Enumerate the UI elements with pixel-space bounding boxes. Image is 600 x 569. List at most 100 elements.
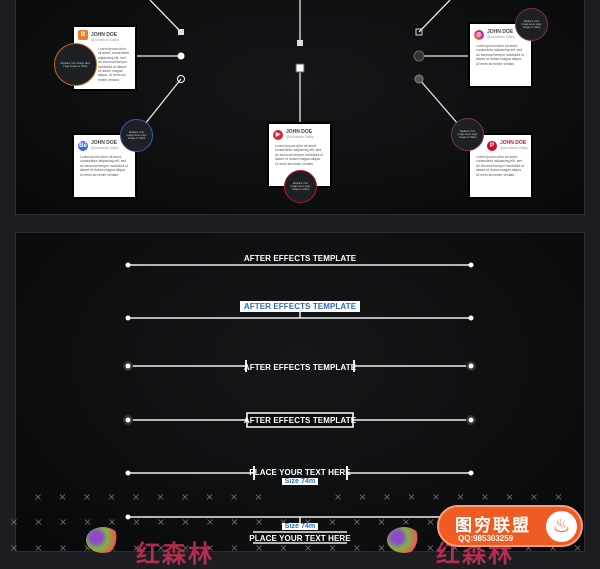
image-placeholder-circle: Replace Your Image Here Logo Image or Vi… [284, 170, 317, 203]
x-mark [482, 494, 488, 500]
x-mark [378, 545, 385, 551]
x-mark [329, 545, 336, 551]
x-mark [182, 494, 188, 500]
card-name: JOHN DOE [91, 32, 118, 38]
x-mark [457, 494, 464, 500]
pinterest-icon: P [487, 141, 497, 151]
x-mark [354, 545, 360, 551]
lower-third-title-3: AFTER EFFECTS TEMPLATE [243, 363, 357, 372]
x-mark [133, 545, 140, 551]
x-mark [574, 545, 581, 551]
card-handle: @Jonathan Dalby [91, 146, 119, 150]
x-mark [109, 519, 115, 525]
x-mark [206, 494, 213, 500]
x-mark [108, 494, 115, 500]
x-mark [506, 494, 513, 500]
flame-icon: ♨ [546, 511, 577, 542]
card-handle: @Jonathan Dalby [487, 35, 515, 39]
node-dot [413, 50, 425, 62]
x-mark [35, 545, 42, 551]
card-name: JOHN DOE [91, 140, 118, 146]
node-square [297, 40, 303, 46]
x-mark [403, 519, 409, 525]
x-mark [133, 519, 140, 525]
x-mark [378, 519, 385, 525]
instagram-icon: ◎ [474, 30, 484, 40]
badge-qq: QQ:985303259 [458, 534, 514, 543]
x-mark [384, 494, 390, 500]
lower-third-title-1: AFTER EFFECTS TEMPLATE [243, 254, 357, 263]
x-mark [35, 494, 41, 500]
x-mark [59, 494, 66, 500]
badge-title: 图穷联盟 [455, 516, 531, 535]
x-mark [408, 494, 415, 500]
x-mark [359, 494, 366, 500]
x-mark [207, 519, 213, 525]
image-placeholder-circle: Replace Your Image Here Logo Image or Vi… [515, 8, 548, 41]
x-mark [555, 494, 562, 500]
x-mark [84, 494, 90, 500]
x-mark [427, 519, 434, 525]
node-ring [177, 75, 185, 83]
x-mark [157, 494, 164, 500]
x-mark [231, 545, 238, 551]
image-placeholder-circle: Replace Your Image Here Logo Image or Vi… [54, 43, 97, 86]
card-name: JOHN DOE [500, 140, 527, 146]
watermark-badge: 图穷联盟 QQ:985303259 ♨ [437, 505, 583, 547]
node-square [295, 63, 305, 73]
lower-third-place-text-1: PLACE YOUR TEXT HERE [249, 468, 351, 477]
card-handle: @Jonathan Dalby [91, 38, 119, 42]
card-name: JOHN DOE [286, 129, 313, 135]
x-mark [182, 519, 189, 525]
youtube-icon: ▶ [273, 130, 283, 140]
tree-logo-icon [86, 527, 120, 553]
x-mark [35, 519, 42, 525]
card-handle: @Jonathan Dalby [500, 146, 528, 150]
x-mark [11, 545, 17, 551]
x-mark [231, 519, 238, 525]
node-square [178, 29, 184, 35]
blogger-icon: B [78, 30, 88, 40]
card-text: Lorem ipsum dolor sit amet, consectetur … [476, 44, 525, 66]
lower-third-title-4: AFTER EFFECTS TEMPLATE [243, 416, 357, 425]
node-dot [414, 74, 424, 84]
x-mark [531, 494, 537, 500]
lower-third-size-1: Size 74m [0, 478, 600, 485]
x-mark [231, 494, 237, 500]
card-text: Lorem ipsum dolor sit amet, consectetur … [98, 47, 130, 82]
lower-third-title-2: AFTER EFFECTS TEMPLATE [0, 301, 600, 312]
node-checkbox [415, 28, 423, 36]
image-placeholder-circle: Replace Your Image Here Logo Image or Vi… [120, 119, 153, 152]
x-mark [335, 494, 341, 500]
card-text: Lorem ipsum dolor sit amet, consectetur … [476, 155, 525, 177]
x-mark [305, 545, 311, 551]
boxed-title-frame [246, 412, 354, 428]
image-placeholder-circle: Replace Your Image Here Logo Image or Vi… [451, 118, 484, 151]
x-mark [84, 519, 91, 525]
x-mark [60, 545, 66, 551]
x-mark [256, 545, 262, 551]
x-mark [133, 494, 139, 500]
x-mark [182, 545, 189, 551]
x-mark [158, 519, 164, 525]
tree-logo-icon [387, 527, 421, 553]
x-mark [60, 519, 66, 525]
card-name: JOHN DOE [487, 29, 514, 35]
card-text: Lorem ipsum dolor sit amet, consectetur … [275, 144, 324, 166]
x-mark [11, 519, 17, 525]
lower-third-size-2: Size 74m [0, 523, 600, 530]
x-mark [280, 545, 287, 551]
x-mark [207, 545, 213, 551]
x-mark [256, 519, 262, 525]
card-text: Lorem ipsum dolor sit amet, consectetur … [80, 155, 129, 177]
lower-third-place-text-2: PLACE YOUR TEXT HERE [249, 534, 351, 543]
watermark-brand: 红森林 [136, 541, 214, 568]
behance-icon: Bē [78, 141, 88, 151]
card-handle: @Jonathan Dalby [286, 135, 314, 139]
x-mark [433, 494, 439, 500]
x-mark [255, 494, 262, 500]
node-dot [177, 52, 185, 60]
x-mark [354, 519, 360, 525]
x-mark [329, 519, 336, 525]
x-mark [158, 545, 164, 551]
